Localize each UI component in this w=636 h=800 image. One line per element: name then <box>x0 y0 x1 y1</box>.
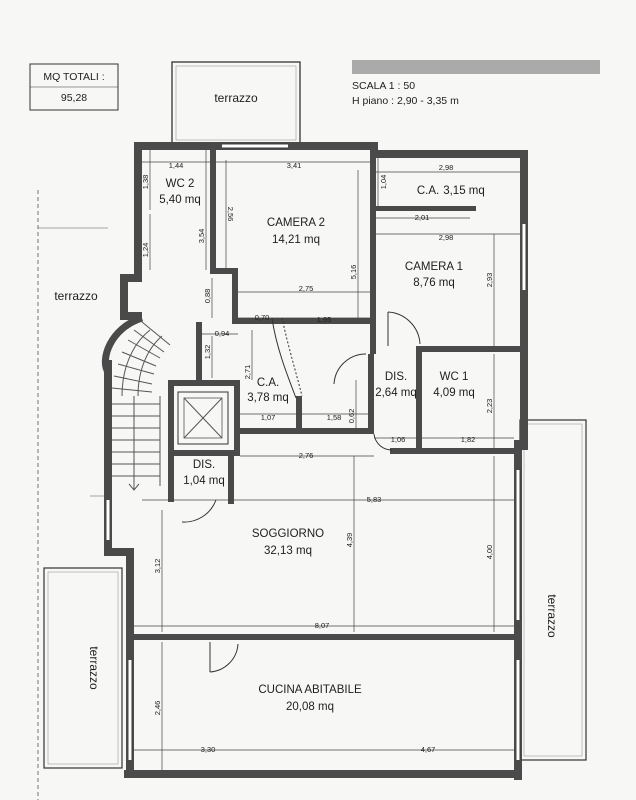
room-camera2: CAMERA 2 14,21 mq <box>267 217 325 246</box>
room-dis-left-name: DIS. <box>193 459 215 471</box>
dim-1-38: 1,38 <box>141 175 150 190</box>
room-ca-mid: C.A. 3,78 mq <box>247 377 289 404</box>
room-wc1: WC 1 4,09 mq <box>433 371 475 399</box>
staircase <box>111 321 171 491</box>
dim-2-98-mid: 2,98 <box>439 233 454 242</box>
room-dis-left: DIS. 1,04 mq <box>183 459 225 487</box>
room-cucina: CUCINA ABITABILE 20,08 mq <box>258 684 362 713</box>
elevator-shaft <box>177 391 229 445</box>
room-ca-mid-area: 3,78 mq <box>247 392 289 404</box>
dim-2-98-top: 2,98 <box>439 163 454 172</box>
room-labels: WC 2 5,40 mq CAMERA 2 14,21 mq C.A. 3,15… <box>159 178 485 713</box>
dim-2-71: 2,71 <box>243 365 252 380</box>
room-camera2-area: 14,21 mq <box>272 234 320 246</box>
room-soggiorno-name: SOGGIORNO <box>252 528 324 540</box>
dim-1-04: 1,04 <box>379 175 388 190</box>
room-camera1-area: 8,76 mq <box>413 277 455 289</box>
room-camera2-name: CAMERA 2 <box>267 217 325 229</box>
dim-4-67: 4,67 <box>421 745 436 754</box>
room-ca-top-area: 3,15 mq <box>443 185 485 197</box>
dim-8-07: 8,07 <box>315 621 330 630</box>
plan-scale-block: SCALA 1 : 50 H piano : 2,90 - 3,35 m <box>352 60 600 107</box>
smudged-header-strip <box>352 60 600 74</box>
dim-1-82: 1,82 <box>461 435 476 444</box>
room-wc1-area: 4,09 mq <box>433 387 475 399</box>
room-ca-top-name: C.A. <box>417 185 439 197</box>
dim-1-32: 1,32 <box>203 345 212 360</box>
dim-0-62: 0,62 <box>347 409 356 424</box>
room-ca-mid-name: C.A. <box>257 377 279 389</box>
room-wc2: WC 2 5,40 mq <box>159 178 201 206</box>
dim-0-88: 0,88 <box>203 289 212 304</box>
dim-3-54: 3,54 <box>197 229 206 244</box>
room-wc1-name: WC 1 <box>440 371 469 383</box>
dim-3-30: 3,30 <box>201 745 216 754</box>
dim-2-23: 2,23 <box>485 399 494 414</box>
dim-4-39: 4,39 <box>345 533 354 548</box>
dimension-labels: 1,44 3,41 2,98 1,38 1,04 2,01 2,56 2,98 … <box>141 161 494 754</box>
room-camera1-name: CAMERA 1 <box>405 261 463 273</box>
room-dis-left-area: 1,04 mq <box>183 475 225 487</box>
dim-1-95: 1,95 <box>317 315 332 324</box>
doors <box>181 311 421 673</box>
mq-totali-box: MQ TOTALI : 95,28 <box>29 63 119 111</box>
dimension-lines <box>134 150 520 770</box>
dim-1-07: 1,07 <box>261 413 276 422</box>
interior-walls <box>130 150 522 640</box>
dim-1-24: 1,24 <box>141 243 150 258</box>
terrace-left-lower: terrazzo <box>43 567 123 769</box>
room-wc2-name: WC 2 <box>166 178 195 190</box>
terrace-right-label: terrazzo <box>545 594 559 638</box>
terrace-left-upper-label: terrazzo <box>54 289 98 303</box>
terrace-left-lower-label: terrazzo <box>87 646 101 690</box>
dim-2-46: 2,46 <box>153 701 162 716</box>
windows <box>106 143 527 760</box>
dim-5-16: 5,16 <box>349 265 358 280</box>
dim-0-70: 0,70 <box>255 313 270 322</box>
room-soggiorno-area: 32,13 mq <box>264 545 312 557</box>
dim-4-00: 4,00 <box>485 545 494 560</box>
dim-1-06: 1,06 <box>391 435 406 444</box>
h-piano-text: H piano : 2,90 - 3,35 m <box>352 95 459 107</box>
dim-2-56: 2,56 <box>226 207 235 222</box>
dim-5-83: 5,83 <box>367 495 382 504</box>
room-ca-top: C.A. 3,15 mq <box>417 185 485 197</box>
terrace-top-label: terrazzo <box>214 91 258 105</box>
dim-2-76: 2,76 <box>299 451 314 460</box>
room-dis-mid-name: DIS. <box>385 371 407 383</box>
dim-3-41: 3,41 <box>287 161 302 170</box>
room-camera1: CAMERA 1 8,76 mq <box>405 261 463 289</box>
dim-2-93: 2,93 <box>485 273 494 288</box>
mq-totali-value: 95,28 <box>61 92 87 104</box>
dim-1-44: 1,44 <box>169 161 184 170</box>
dim-2-01: 2,01 <box>415 213 430 222</box>
dim-0-94: 0,94 <box>215 329 230 338</box>
dim-2-75: 2,75 <box>299 284 314 293</box>
room-cucina-name: CUCINA ABITABILE <box>258 684 362 696</box>
room-cucina-area: 20,08 mq <box>286 701 334 713</box>
room-soggiorno: SOGGIORNO 32,13 mq <box>252 528 324 557</box>
room-dis-mid: DIS. 2,64 mq <box>375 371 417 399</box>
dim-3-12: 3,12 <box>153 559 162 574</box>
room-wc2-area: 5,40 mq <box>159 194 201 206</box>
dim-1-58: 1,58 <box>327 413 342 422</box>
terrace-left-upper: terrazzo <box>37 190 108 800</box>
room-dis-mid-area: 2,64 mq <box>375 387 417 399</box>
scale-text: SCALA 1 : 50 <box>352 80 415 92</box>
mq-totali-label: MQ TOTALI : <box>43 71 104 83</box>
